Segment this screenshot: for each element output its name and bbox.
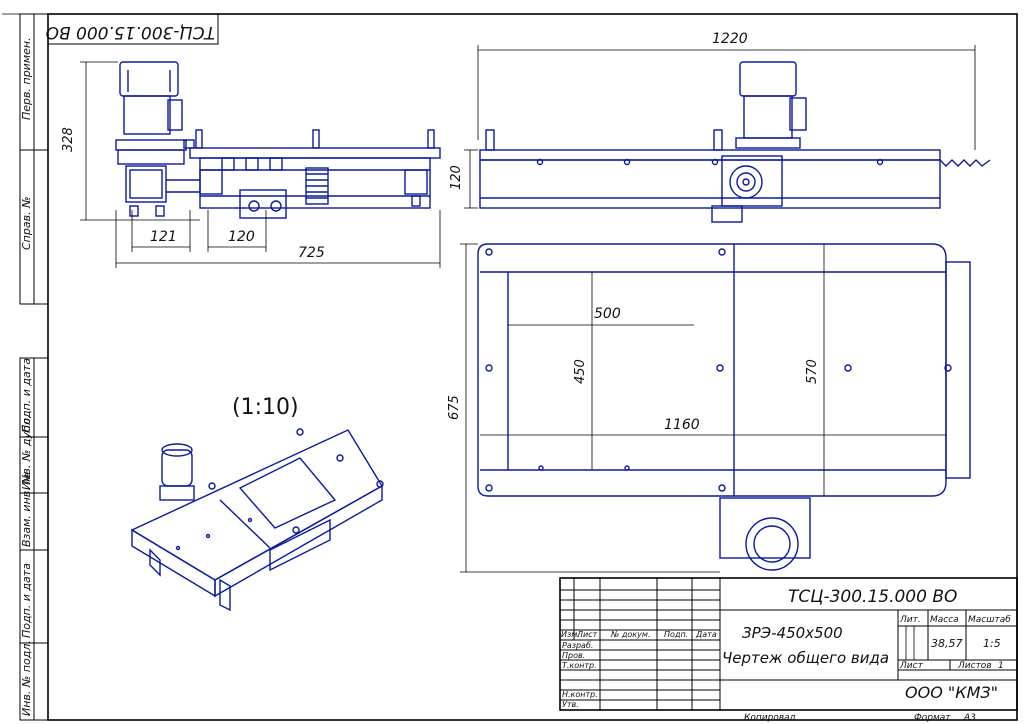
stamp-designation: ТСЦ-300.15.000 ВО (788, 587, 957, 607)
dim-328: 328 (61, 127, 76, 152)
stamp-col-list: Лист (576, 630, 598, 639)
stamp-row-razrab: Разраб. (562, 641, 593, 650)
dim-450: 450 (573, 359, 588, 384)
stamp-col-sign: Подп. (664, 630, 688, 639)
stamp-row-nkontr: Н.контр. (562, 690, 598, 699)
dim-1160: 1160 (664, 417, 700, 433)
stamp-row-prov: Пров. (562, 651, 585, 660)
stamp-col-izm: Изм. (561, 630, 580, 639)
iso-scale-label: (1:10) (232, 395, 299, 420)
stamp-format: Формат (914, 713, 951, 723)
dim-120-side: 120 (449, 165, 464, 190)
label-inv-dubl: Инв. № дубл. (20, 415, 33, 490)
label-podp-data-1: Подп. и дата (20, 358, 33, 433)
left-side-columns: Перв. примен. Справ. № Подп. и дата Инв.… (19, 13, 49, 721)
title-block: ТСЦ-300.15.000 ВО ЗРЭ-450х500 Чертеж общ… (559, 577, 1018, 723)
stamp-mass-value: 38,57 (931, 637, 963, 650)
stamp-col-doc: № докум. (610, 630, 650, 639)
stamp-sheets-value: 1 (998, 661, 1004, 671)
plan-view: 500 450 570 1160 675 (447, 243, 971, 573)
dim-1220: 1220 (712, 31, 748, 47)
isometric-view: (1:10) (130, 395, 384, 612)
stamp-lit-label: Лит. (899, 615, 921, 625)
dim-120-front: 120 (228, 229, 255, 245)
rotated-designation-box: ТСЦ-300.15.000 ВО (46, 13, 219, 45)
label-podp-data-2: Подп. и дата (20, 563, 33, 638)
stamp-sheet-label: Лист (899, 661, 924, 671)
dim-675: 675 (447, 395, 462, 420)
stamp-company: ООО "КМЗ" (905, 683, 998, 702)
side-view: 1220 120 (449, 31, 991, 223)
label-sprav: Справ. № (20, 196, 33, 250)
stamp-row-utv: Утв. (562, 700, 579, 709)
stamp-scale-label: Масштаб (968, 615, 1011, 625)
stamp-col-date: Дата (695, 630, 717, 639)
stamp-title-1: ЗРЭ-450х500 (742, 624, 843, 642)
drawing-frame (47, 13, 1018, 721)
dim-500: 500 (594, 306, 621, 322)
front-view: 328 121 120 725 (61, 61, 441, 268)
rotated-designation: ТСЦ-300.15.000 ВО (46, 22, 215, 42)
label-inv-podl: Инв. № подл. (20, 640, 33, 716)
label-perv-primen: Перв. примен. (20, 37, 33, 120)
stamp-scale-value: 1:5 (983, 637, 1001, 650)
stamp-sheets-label: Листов (957, 661, 992, 671)
stamp-copied: Копировал (744, 713, 796, 723)
stamp-title-2: Чертеж общего вида (722, 649, 889, 667)
dim-121: 121 (150, 229, 177, 245)
dim-725: 725 (298, 245, 325, 261)
stamp-format-value: A3 (963, 713, 976, 723)
label-vzam-inv: Взам. инв. № (20, 472, 33, 547)
stamp-mass-label: Масса (930, 615, 959, 625)
dim-570: 570 (805, 359, 820, 384)
stamp-row-tkontr: Т.контр. (562, 661, 597, 670)
